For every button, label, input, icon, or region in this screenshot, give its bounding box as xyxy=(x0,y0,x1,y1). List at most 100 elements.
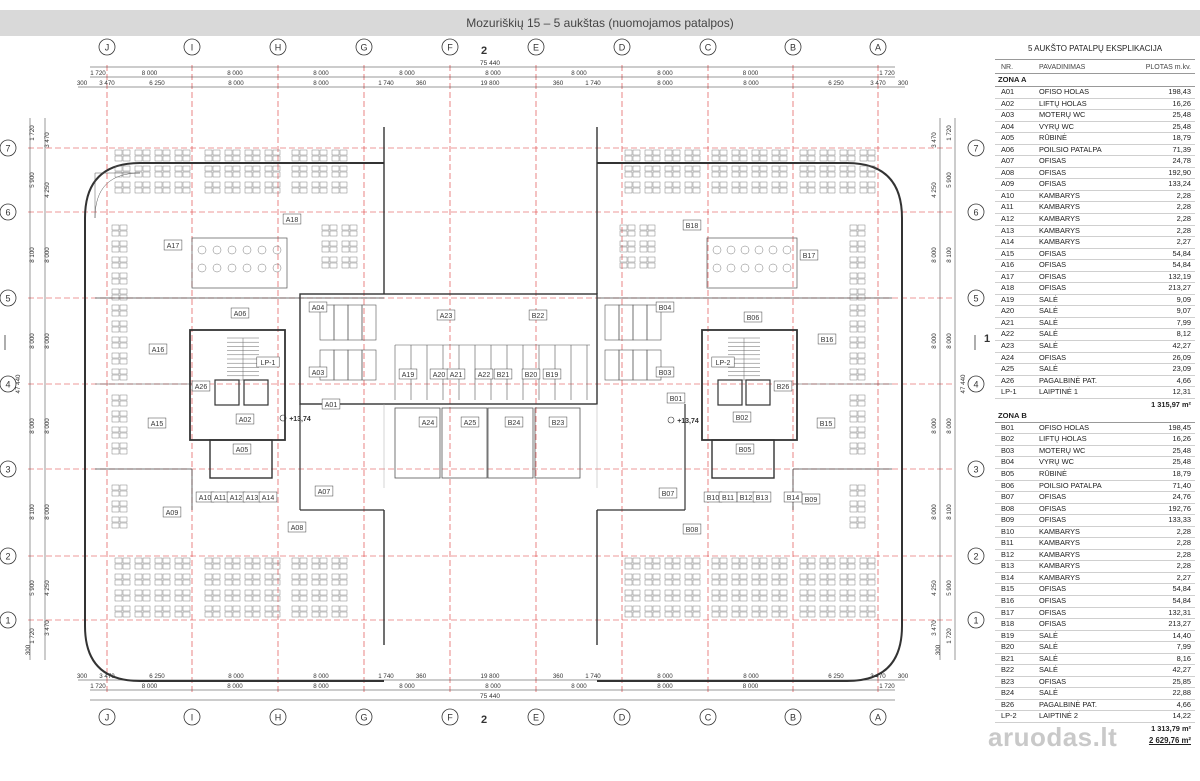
lounge-area xyxy=(197,245,207,255)
desk xyxy=(652,579,661,586)
desk xyxy=(847,155,856,162)
desk xyxy=(684,557,693,564)
dimension-text: 8 100 xyxy=(29,247,36,263)
cell-area: 8,12 xyxy=(1176,329,1191,339)
desk xyxy=(154,573,163,580)
desk xyxy=(252,611,261,618)
desk xyxy=(652,563,661,570)
cell-name: OFISAS xyxy=(1039,260,1067,270)
axis-bubble xyxy=(183,38,201,56)
desk xyxy=(339,563,348,570)
room-label-box xyxy=(308,366,328,378)
dimension-text: 360 xyxy=(553,673,564,680)
wc-cubicle xyxy=(646,304,662,341)
cell-area: 18,79 xyxy=(1172,468,1192,478)
desk xyxy=(252,573,261,580)
desk xyxy=(759,573,768,580)
desk xyxy=(799,573,808,580)
desk xyxy=(807,595,816,602)
cell-nr: B01 xyxy=(1001,422,1015,432)
cell-nr: A23 xyxy=(1001,341,1015,351)
room-label: B03 xyxy=(659,370,672,377)
desk xyxy=(839,557,848,564)
desk xyxy=(339,579,348,586)
desk xyxy=(731,171,740,178)
desk xyxy=(119,416,128,423)
lounge-area xyxy=(782,263,792,273)
dimension-text: 6 250 xyxy=(828,673,844,680)
desk xyxy=(299,155,308,162)
wc-cubicle xyxy=(361,349,377,381)
cell-nr: B26 xyxy=(1001,699,1015,709)
axis-bubble xyxy=(967,289,985,307)
desk xyxy=(807,149,816,156)
desk xyxy=(119,320,128,327)
desk xyxy=(857,310,866,317)
wc-cubicle xyxy=(333,349,349,381)
desk xyxy=(111,516,120,523)
desk xyxy=(779,605,788,612)
desk xyxy=(224,171,233,178)
desk xyxy=(632,611,641,618)
desk xyxy=(759,187,768,194)
desk xyxy=(339,171,348,178)
dimension-text: 8 000 xyxy=(485,683,501,690)
desk xyxy=(799,611,808,618)
room-label: B23 xyxy=(552,420,565,427)
desk xyxy=(142,573,151,580)
desk xyxy=(632,605,641,612)
desk xyxy=(632,579,641,586)
room-label-box xyxy=(314,485,334,497)
desk xyxy=(857,358,866,365)
desk xyxy=(319,611,328,618)
desk xyxy=(799,187,808,194)
room-label-box xyxy=(655,366,675,378)
lounge-area xyxy=(272,245,282,255)
desk xyxy=(857,368,866,375)
desk xyxy=(849,394,858,401)
desk xyxy=(174,155,183,162)
desk xyxy=(142,563,151,570)
room-label: A24 xyxy=(422,420,435,427)
desk xyxy=(119,426,128,433)
desk xyxy=(244,181,253,188)
desk xyxy=(162,579,171,586)
cell-area: 24,78 xyxy=(1172,156,1192,166)
desk xyxy=(174,149,183,156)
desk xyxy=(111,262,120,269)
desk xyxy=(684,605,693,612)
cell-area: 12,31 xyxy=(1172,387,1192,397)
desk xyxy=(644,155,653,162)
desk xyxy=(111,410,120,417)
desk xyxy=(857,442,866,449)
room-label: B02 xyxy=(736,415,749,422)
desk xyxy=(839,595,848,602)
cell-area: 192,90 xyxy=(1168,167,1191,177)
desk xyxy=(244,187,253,194)
desk xyxy=(111,442,120,449)
desk xyxy=(252,589,261,596)
desk xyxy=(111,448,120,455)
room-label-box xyxy=(542,368,562,380)
desk xyxy=(182,187,191,194)
desk xyxy=(182,165,191,172)
dimension-text: 1 740 xyxy=(378,673,394,680)
desk xyxy=(111,432,120,439)
desk xyxy=(819,595,828,602)
desk xyxy=(652,573,661,580)
desk xyxy=(849,426,858,433)
desk xyxy=(807,589,816,596)
cell-name: OFISAS xyxy=(1039,619,1067,629)
desk xyxy=(142,155,151,162)
desk xyxy=(349,246,358,253)
desk xyxy=(111,426,120,433)
desk xyxy=(849,272,858,279)
room-label: A01 xyxy=(325,402,338,409)
desk xyxy=(114,165,123,172)
desk xyxy=(624,573,633,580)
desk xyxy=(291,181,300,188)
desk xyxy=(114,573,123,580)
desk xyxy=(827,605,836,612)
